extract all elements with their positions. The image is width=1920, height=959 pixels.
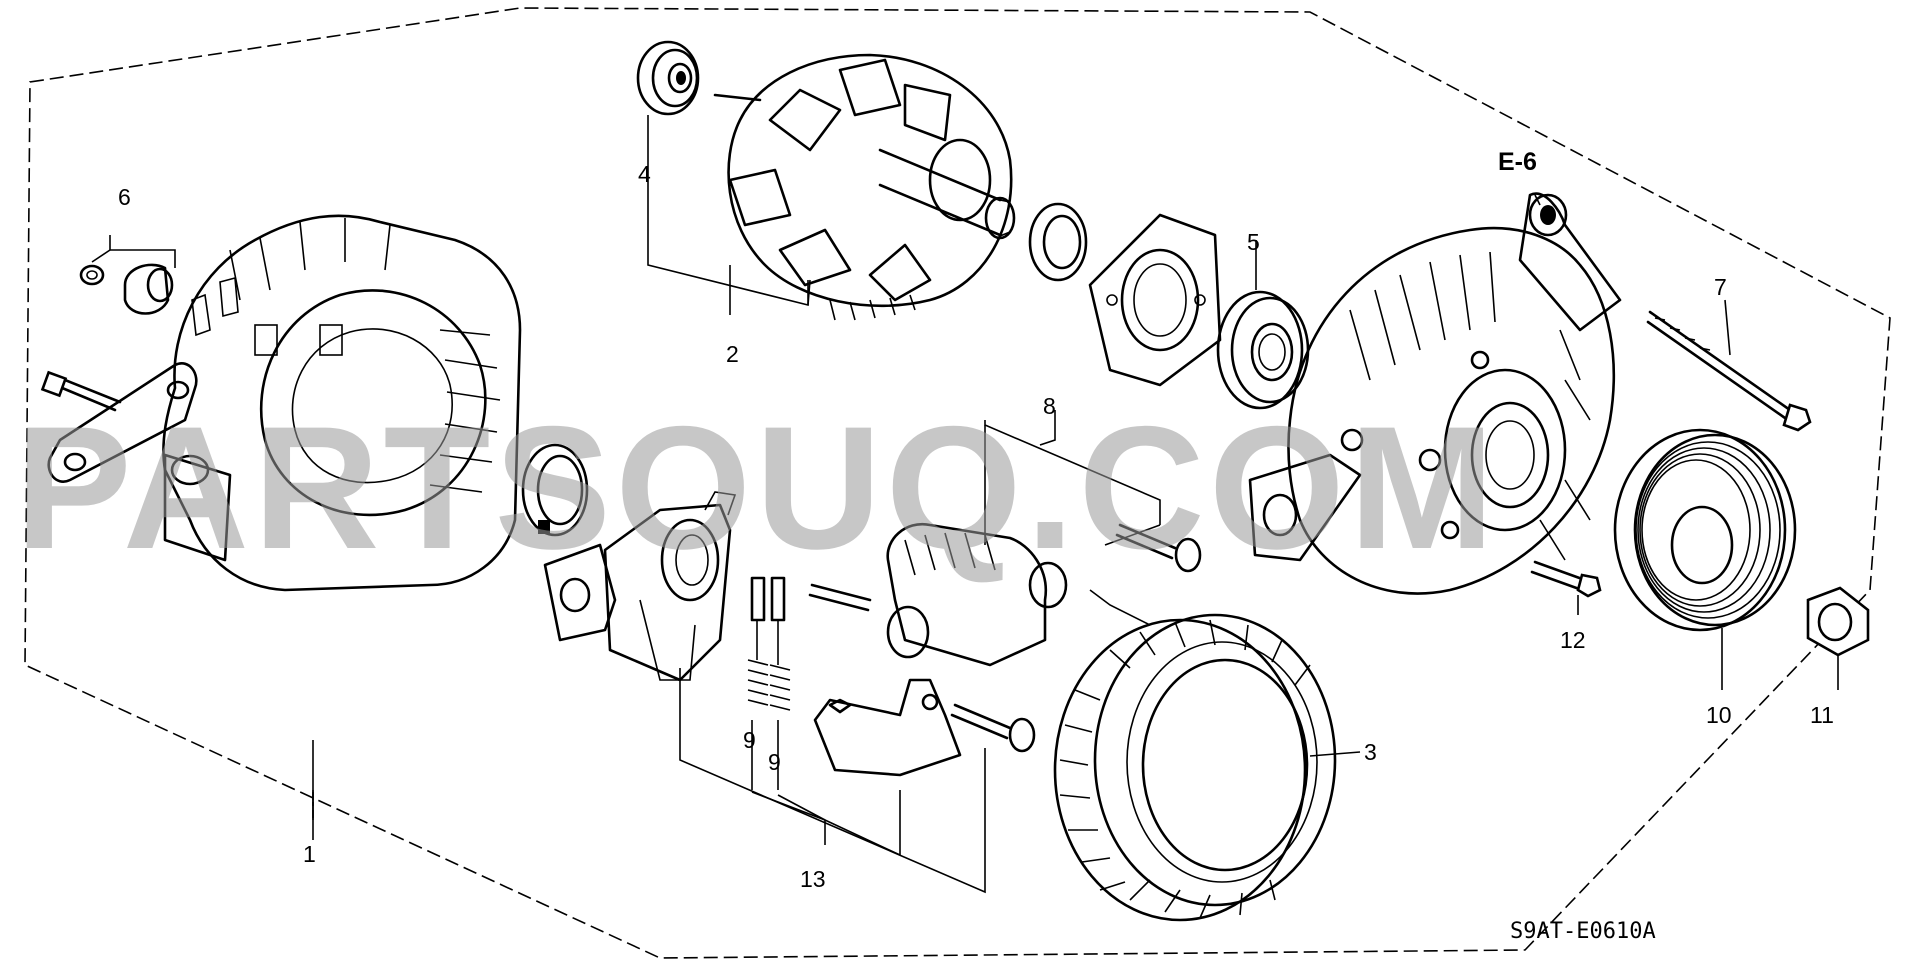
callout-5[interactable]: 5 bbox=[1247, 229, 1260, 255]
callout-7[interactable]: 7 bbox=[1714, 274, 1727, 300]
stay-bracket[interactable] bbox=[40, 362, 198, 483]
terminal-insulator[interactable] bbox=[123, 263, 174, 315]
callout-12[interactable]: 12 bbox=[1560, 627, 1586, 653]
through-bolt[interactable] bbox=[1646, 310, 1812, 432]
bearing-retainer-plate[interactable] bbox=[1088, 213, 1222, 387]
rectifier-bracket[interactable] bbox=[813, 678, 962, 777]
pulley[interactable] bbox=[1613, 428, 1797, 632]
leader-lines bbox=[91, 115, 1839, 894]
snap-ring[interactable] bbox=[521, 443, 589, 537]
diagram-boundary bbox=[24, 7, 1891, 959]
callout-10[interactable]: 10 bbox=[1706, 702, 1732, 728]
callout-9b[interactable]: 9 bbox=[768, 749, 781, 775]
rotor[interactable] bbox=[713, 53, 1016, 321]
callout-8[interactable]: 8 bbox=[1043, 393, 1056, 419]
voltage-regulator[interactable] bbox=[543, 491, 737, 682]
brush-holder[interactable] bbox=[808, 522, 1068, 667]
callout-13[interactable]: 13 bbox=[800, 866, 826, 892]
brush-holder-screw[interactable] bbox=[1115, 523, 1202, 573]
regulator-screw[interactable] bbox=[950, 703, 1036, 753]
callout-4[interactable]: 4 bbox=[638, 161, 651, 187]
callout-6[interactable]: 6 bbox=[118, 184, 131, 210]
bearing-seal[interactable] bbox=[1028, 202, 1088, 282]
terminal-nut[interactable] bbox=[79, 264, 105, 286]
drawing-code: S9AT-E0610A bbox=[1510, 919, 1656, 944]
callout-9a[interactable]: 9 bbox=[743, 727, 756, 753]
reference-label[interactable]: E-6 bbox=[1498, 148, 1537, 176]
brush-left[interactable] bbox=[747, 576, 769, 706]
brush-right[interactable] bbox=[769, 576, 791, 711]
rotor-bearing[interactable] bbox=[636, 40, 700, 116]
pulley-nut[interactable] bbox=[1806, 586, 1870, 657]
callout-11[interactable]: 11 bbox=[1810, 702, 1834, 728]
callout-3[interactable]: 3 bbox=[1364, 739, 1377, 765]
callout-2[interactable]: 2 bbox=[726, 341, 739, 367]
callout-1[interactable]: 1 bbox=[303, 841, 316, 867]
stator[interactable] bbox=[1053, 613, 1337, 922]
front-housing[interactable] bbox=[1248, 192, 1622, 595]
watermark: PARTSOUQ.COM bbox=[15, 391, 1499, 586]
housing-bolt[interactable] bbox=[1530, 560, 1602, 598]
rear-housing[interactable] bbox=[162, 214, 522, 592]
